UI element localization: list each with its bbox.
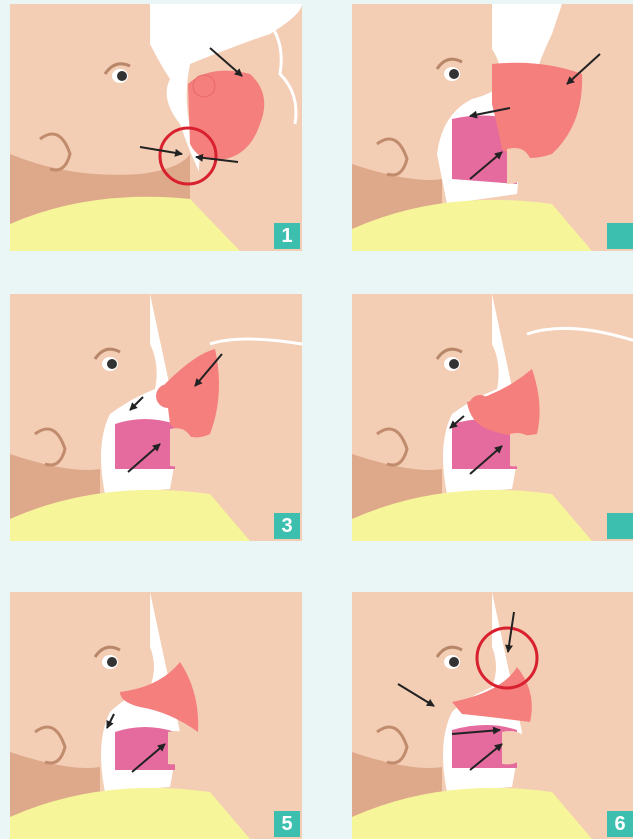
panel-5: 5 [10,592,302,839]
latch-illustration-4 [352,294,633,541]
step-badge-4 [607,513,633,539]
eye-pupil [107,657,117,667]
nipple [193,75,215,97]
tongue [115,419,175,469]
latch-illustration-3 [10,294,302,541]
nipple [469,395,491,417]
nipple [156,384,180,408]
step-badge-5: 5 [274,811,300,837]
step-badge-6: 6 [607,811,633,837]
eye-pupil [449,359,459,369]
panel-6: 6 [352,592,633,839]
eye-pupil [449,657,459,667]
latch-illustration-2 [352,4,633,251]
eye-pupil [449,69,459,79]
panel-4 [352,294,633,541]
eye-pupil [117,71,127,81]
eye-pupil [107,359,117,369]
step-badge-1: 1 [274,223,300,249]
latch-illustration-1 [10,4,302,251]
step-badge-3: 3 [274,513,300,539]
nipple [500,72,524,96]
tongue [115,727,175,770]
panel-2 [352,4,633,251]
latch-illustration-5 [10,592,302,839]
panel-3: 3 [10,294,302,541]
latch-illustration-6 [352,592,633,839]
step-badge-2 [607,223,633,249]
panel-1: 1 [10,4,302,251]
